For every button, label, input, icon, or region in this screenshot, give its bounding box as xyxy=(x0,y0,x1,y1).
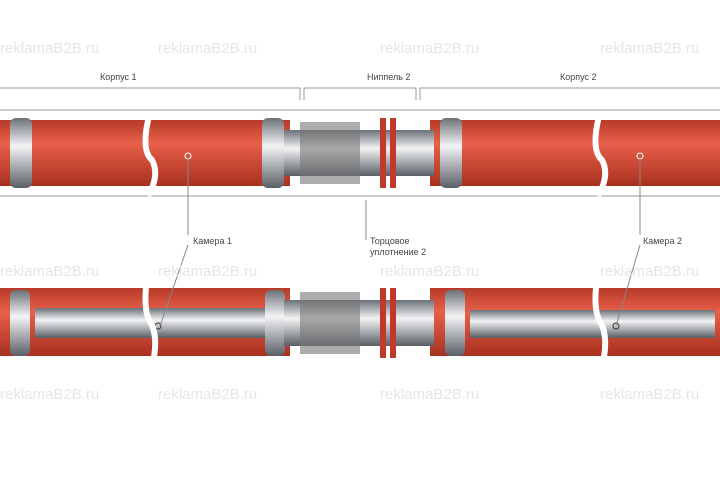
leader-lines xyxy=(159,156,641,327)
watermark: reklamaB2B.ru xyxy=(158,40,258,57)
watermark: reklamaB2B.ru xyxy=(0,40,100,57)
watermark: reklamaB2B.ru xyxy=(0,263,100,280)
label-body-1: Корпус 1 xyxy=(100,72,137,82)
watermark: reklamaB2B.ru xyxy=(380,386,480,403)
watermark: reklamaB2B.ru xyxy=(158,263,258,280)
label-chamber-2: Камера 2 xyxy=(643,236,682,246)
label-chamber-1: Камера 1 xyxy=(193,236,232,246)
label-end-seal-line-2: уплотнение 2 xyxy=(370,247,427,257)
label-nipple-2: Ниппель 2 xyxy=(367,72,411,82)
watermark: reklamaB2B.ru xyxy=(380,40,480,57)
watermark: reklamaB2B.ru xyxy=(600,263,700,280)
watermark: reklamaB2B.ru xyxy=(600,386,700,403)
label-end-seal-line-1: Торцовое xyxy=(370,236,410,246)
bottom-assembly xyxy=(0,261,720,381)
watermark: reklamaB2B.ru xyxy=(158,386,258,403)
label-body-2: Корпус 2 xyxy=(560,72,597,82)
watermark: reklamaB2B.ru xyxy=(380,263,480,280)
top-assembly xyxy=(0,111,720,198)
watermark: reklamaB2B.ru xyxy=(600,40,700,57)
watermark: reklamaB2B.ru xyxy=(0,386,100,403)
